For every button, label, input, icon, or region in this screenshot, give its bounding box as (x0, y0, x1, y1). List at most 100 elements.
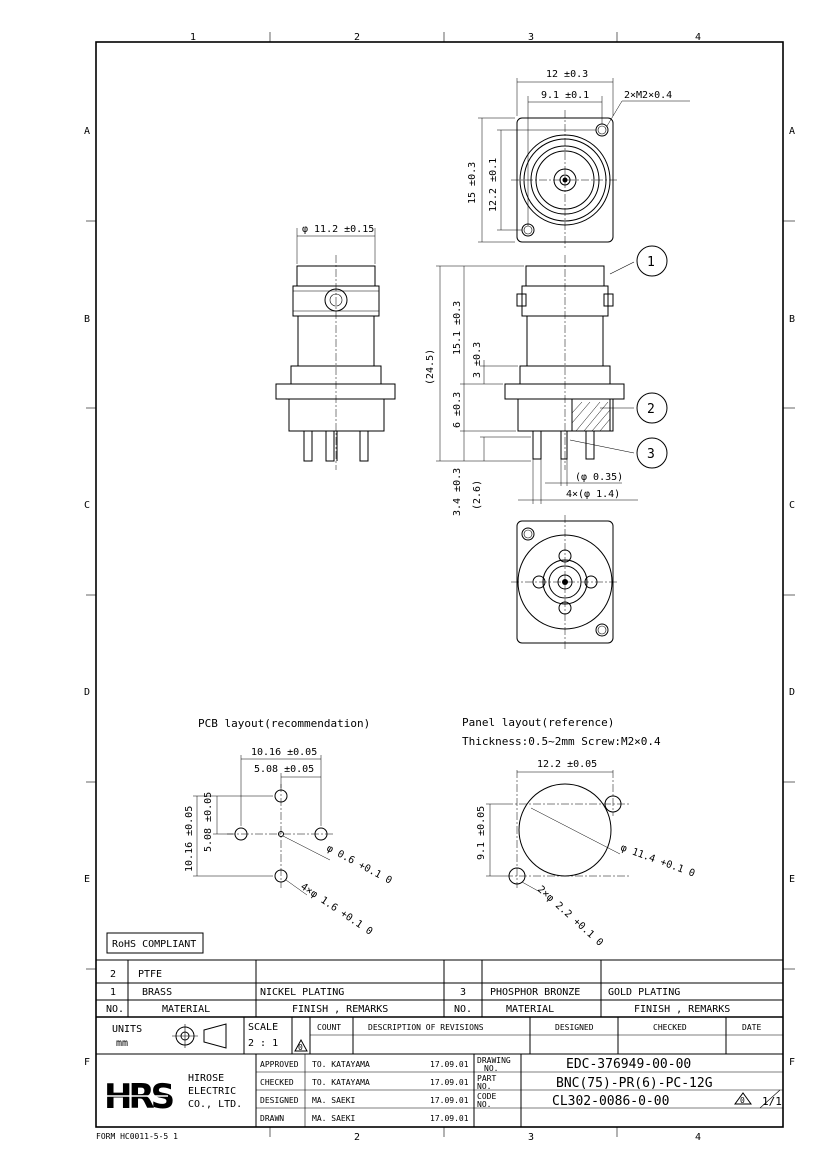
top-view-hole-spacing-x: 9.1 ±0.1 (541, 90, 589, 101)
revision-date: DATE (742, 1023, 761, 1032)
designed-label: DESIGNED (260, 1096, 299, 1105)
zone-row-f-right: F (789, 1057, 795, 1068)
top-view-hole-spacing-y: 12.2 ±0.1 (488, 158, 499, 212)
company-name-line-1: HIROSE (188, 1073, 224, 1084)
pcb-outer-y-dim: 10.16 ±0.05 (184, 806, 195, 872)
svg-text:1: 1 (647, 255, 655, 270)
code-number: CL302-0086-0-00 (552, 1094, 669, 1109)
company-name-line-2: ELECTRIC (188, 1086, 236, 1097)
balloon-1 (636, 245, 668, 277)
side-view-pin (303, 430, 313, 462)
scale-value: 2 : 1 (248, 1038, 278, 1049)
panel-layout-title: Panel layout(reference) (462, 716, 614, 729)
pcb-ground-hole-callout: 4×φ 1.6 +0.1 0 (298, 881, 374, 937)
front-view-ground-pin-dim: 4×(φ 1.4) (566, 489, 620, 500)
material-row-no: 2 (110, 969, 116, 980)
material-header-no: NO. (106, 1004, 124, 1015)
zone-row-f-left: F (84, 1057, 90, 1068)
material-row-material: BRASS (142, 987, 172, 998)
approved-date: 17.09.01 (430, 1060, 469, 1069)
material-row-finish: NICKEL PLATING (260, 987, 344, 998)
material-header-material: MATERIAL (506, 1004, 554, 1015)
sheet-number: 1/1 (762, 1095, 782, 1108)
material-header-no: NO. (454, 1004, 472, 1015)
zone-col-1-top: 1 (190, 32, 196, 43)
front-view-base-dim: 6 ±0.3 (452, 392, 463, 428)
revision-triangle-icon (734, 1092, 752, 1105)
zone-row-c-right: C (789, 500, 795, 511)
panel-layout: Panel layout(reference) Thickness:0.5~2m… (462, 716, 696, 949)
top-view-width-dim: 12 ±0.3 (546, 69, 588, 80)
part-no-label-sub: NO. (477, 1082, 491, 1091)
units-label: UNITS (112, 1024, 142, 1035)
revision-count: COUNT (317, 1023, 341, 1032)
top-view-height-dim: 15 ±0.3 (467, 162, 478, 204)
material-header-finish: FINISH , REMARKS (292, 1004, 388, 1015)
side-view-pin (359, 430, 369, 462)
panel-hole-x-dim: 12.2 ±0.05 (537, 759, 597, 770)
front-view-flange (504, 383, 625, 400)
pcb-inner-x-dim: 5.08 ±0.05 (254, 764, 314, 775)
material-row-no: 1 (110, 987, 116, 998)
zone-col-3-bottom: 3 (528, 1132, 534, 1143)
rohs-label: RoHS COMPLIANT (112, 939, 196, 950)
material-row-material: PTFE (138, 969, 162, 980)
zone-row-e-left: E (84, 874, 90, 885)
balloon-2 (636, 392, 668, 424)
material-header-material: MATERIAL (162, 1004, 210, 1015)
checked-label: CHECKED (260, 1078, 294, 1087)
drawing-no-label: DRAWING (477, 1056, 511, 1065)
panel-layout-thickness: Thickness:0.5~2mm Screw:M2×0.4 (462, 735, 661, 748)
zone-row-b-left: B (84, 314, 90, 325)
top-view: 12 ±0.3 9.1 ±0.1 2×M2×0.4 15 ±0.3 12.2 ±… (467, 69, 690, 250)
zone-col-3-top: 3 (528, 32, 534, 43)
code-no-label-sub: NO. (477, 1100, 491, 1109)
pcb-inner-y-dim: 5.08 ±0.05 (203, 792, 214, 852)
revision-strip: UNITS mm SCALE 2 : 1 0 COUNT DESCRIPTION… (96, 1017, 783, 1055)
drawn-label: DRAWN (260, 1114, 284, 1123)
zone-row-b-right: B (789, 314, 795, 325)
part-no-label: PART (477, 1074, 496, 1083)
title-block: HRS HIROSE ELECTRIC CO., LTD. APPROVED T… (104, 1054, 783, 1127)
drawn-name: MA. SAEKI (312, 1114, 356, 1123)
revision-checked: CHECKED (653, 1023, 687, 1032)
panel-hole-y-dim: 9.1 ±0.05 (476, 806, 487, 860)
zone-row-a-right: A (789, 126, 795, 137)
zone-row-c-left: C (84, 500, 90, 511)
form-number: FORM HC0011-5-5 1 (96, 1132, 178, 1141)
drawing-frame (95, 41, 784, 1128)
side-view-flange (275, 383, 396, 400)
pcb-center-hole-callout: φ 0.6 +0.1 0 (325, 843, 394, 887)
svg-text:2: 2 (647, 402, 655, 417)
pcb-layout-title: PCB layout(recommendation) (198, 717, 370, 730)
designed-date: 17.09.01 (430, 1096, 469, 1105)
front-view-overall-dim: (24.5) (425, 349, 436, 385)
scale-label: SCALE (248, 1022, 278, 1033)
front-view-center-pin-dim: (φ 0.35) (575, 472, 623, 483)
material-header-finish: FINISH , REMARKS (634, 1004, 730, 1015)
checked-date: 17.09.01 (430, 1078, 469, 1087)
hrs-logo: HRS (104, 1077, 173, 1117)
zone-row-d-left: D (84, 687, 90, 698)
rohs-box (106, 932, 204, 954)
drawn-date: 17.09.01 (430, 1114, 469, 1123)
zone-ticks (86, 32, 795, 1137)
front-view-pin-dim: 3.4 ±0.3 (452, 468, 463, 516)
material-row-finish: GOLD PLATING (608, 987, 680, 998)
checked-name: TO. KATAYAMA (312, 1078, 370, 1087)
front-view-body-dim: 15.1 ±0.3 (452, 301, 463, 355)
drawing-no-label-sub: NO. (484, 1064, 498, 1073)
panel-cutout-callout: φ 11.4 +0.1 0 (619, 842, 696, 879)
revision-designed: DESIGNED (555, 1023, 594, 1032)
zone-row-a-left: A (84, 126, 90, 137)
approved-label: APPROVED (260, 1060, 299, 1069)
company-name-line-3: CO., LTD. (188, 1099, 242, 1110)
revision-triangle-icon (294, 1038, 308, 1052)
third-angle-projection-icon (172, 1023, 227, 1049)
front-view-pin-ref-dim: (2.6) (472, 480, 483, 510)
approved-name: TO. KATAYAMA (312, 1060, 370, 1069)
material-row-material: PHOSPHOR BRONZE (490, 987, 580, 998)
zone-col-4-top: 4 (695, 32, 701, 43)
zone-row-e-right: E (789, 874, 795, 885)
